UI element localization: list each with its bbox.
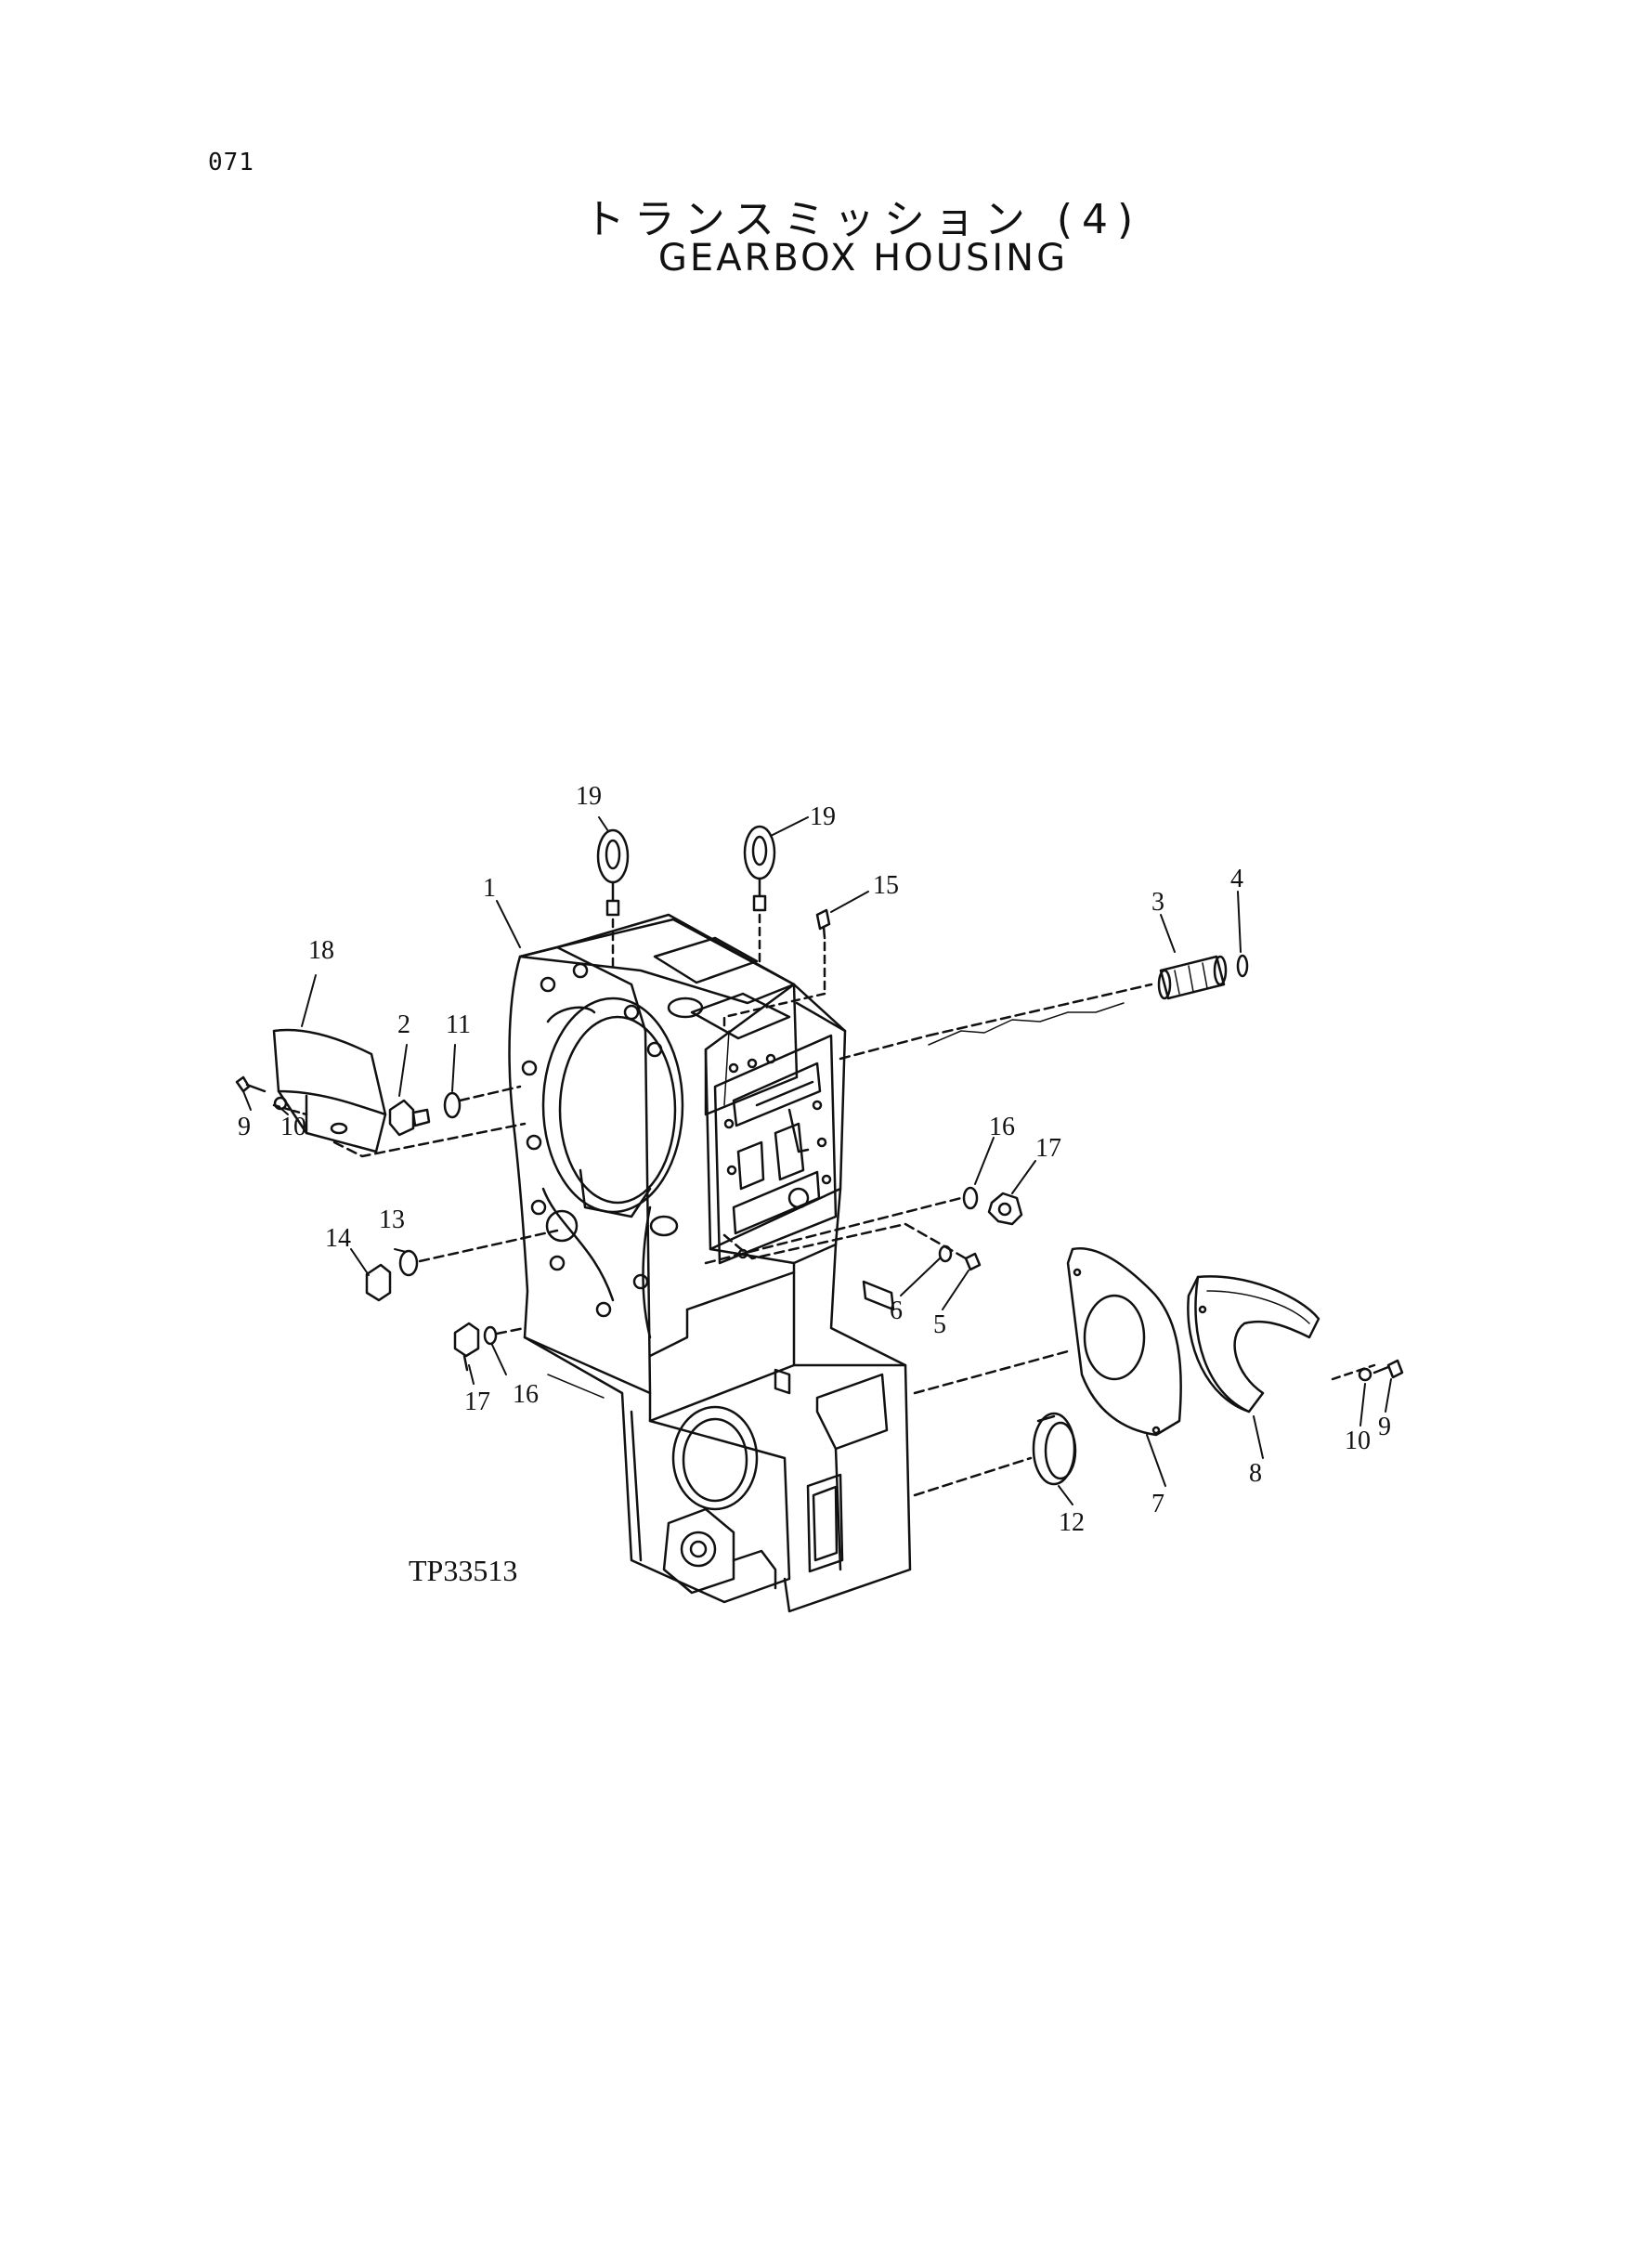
plug-17-lower <box>453 1322 527 1372</box>
callout-19-left: 19 <box>576 782 602 811</box>
callout-6: 6 <box>890 1296 903 1325</box>
callout-16-lower: 16 <box>513 1380 539 1409</box>
title-english: GEARBOX HOUSING <box>657 237 1069 280</box>
plug-2 <box>388 1085 522 1137</box>
callout-10-right: 10 <box>1345 1427 1371 1455</box>
callout-2: 2 <box>397 1010 410 1039</box>
gasket-7 <box>913 1246 1182 1437</box>
callout-4: 4 <box>1230 865 1243 893</box>
plug-15 <box>722 908 831 1033</box>
seal-12 <box>913 1412 1077 1497</box>
callout-11: 11 <box>446 1010 471 1039</box>
callout-17-upper: 17 <box>1035 1134 1061 1163</box>
callout-18: 18 <box>308 936 334 965</box>
callout-13: 13 <box>379 1205 405 1234</box>
callout-7: 7 <box>1151 1490 1164 1518</box>
eye-bolt-left <box>596 828 630 972</box>
eye-bolt-right <box>743 825 776 968</box>
callout-15: 15 <box>873 871 899 900</box>
callout-10-left: 10 <box>280 1113 306 1141</box>
shaft-hint <box>928 1002 1125 1046</box>
callout-5: 5 <box>933 1310 946 1339</box>
leader-lines <box>242 816 1392 1505</box>
callout-3: 3 <box>1151 888 1164 917</box>
callout-numbers: 1 2 3 4 5 6 7 8 9 9 10 10 11 12 13 14 15… <box>238 782 1391 1587</box>
callout-14: 14 <box>325 1224 351 1253</box>
callout-1: 1 <box>483 874 496 903</box>
callout-17-lower: 17 <box>464 1388 490 1416</box>
figure-code: TP33513 <box>409 1554 517 1587</box>
callout-9-right: 9 <box>1378 1413 1391 1441</box>
callout-9-left: 9 <box>238 1113 251 1141</box>
callout-8: 8 <box>1249 1459 1262 1488</box>
gearbox-housing-drawing <box>508 913 912 1613</box>
plug-5-6 <box>722 1222 982 1271</box>
leader-shaft <box>839 983 1153 1061</box>
callout-16-upper: 16 <box>989 1113 1015 1141</box>
bolt-washer-right <box>1358 1359 1404 1382</box>
page-number: 071 <box>208 149 254 176</box>
cover-plate-18 <box>272 1028 387 1153</box>
cover-8 <box>1187 1275 1376 1414</box>
sleeve-3 <box>1157 954 1249 1000</box>
title-japanese: トランスミッション (4) <box>583 196 1143 243</box>
callout-19-right: 19 <box>810 802 836 831</box>
callout-12: 12 <box>1059 1508 1085 1537</box>
plug-17-upper <box>704 1186 1023 1265</box>
plug-14 <box>365 1229 559 1302</box>
